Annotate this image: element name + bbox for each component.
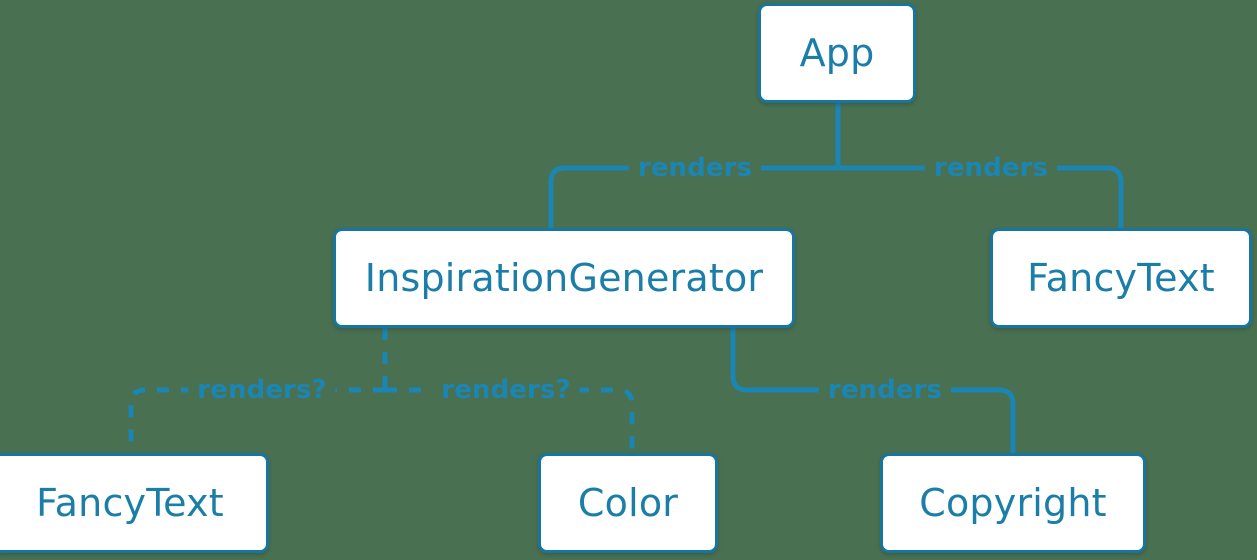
node-copyright-label: Copyright xyxy=(919,481,1107,525)
edge-label-inspiration-to-copyright: renders xyxy=(818,377,952,403)
node-inspiration-generator[interactable]: InspirationGenerator xyxy=(333,228,795,328)
edge-label-inspiration-to-fancytext: renders? xyxy=(188,377,336,403)
node-color[interactable]: Color xyxy=(538,453,718,553)
edge-label-app-to-inspiration: renders xyxy=(628,155,762,181)
node-fancytext-right-label: FancyText xyxy=(1027,256,1215,300)
edge-label-app-to-fancytext: renders xyxy=(924,155,1058,181)
node-copyright[interactable]: Copyright xyxy=(880,453,1146,553)
edge-inspiration-to-fancytext xyxy=(128,387,385,455)
node-color-label: Color xyxy=(577,481,679,525)
node-fancytext-bottom-label: FancyText xyxy=(36,481,224,525)
node-app-label: App xyxy=(799,31,875,75)
edge-label-inspiration-to-color: renders? xyxy=(432,377,580,403)
node-fancytext-right[interactable]: FancyText xyxy=(990,228,1252,328)
node-inspiration-generator-label: InspirationGenerator xyxy=(364,256,764,300)
node-app[interactable]: App xyxy=(758,3,916,103)
edge-app-to-fancytext xyxy=(838,165,1124,228)
node-fancytext-bottom[interactable]: FancyText xyxy=(0,453,269,553)
edge-inspiration-to-color xyxy=(385,387,635,453)
edge-app-to-inspiration xyxy=(548,165,838,228)
